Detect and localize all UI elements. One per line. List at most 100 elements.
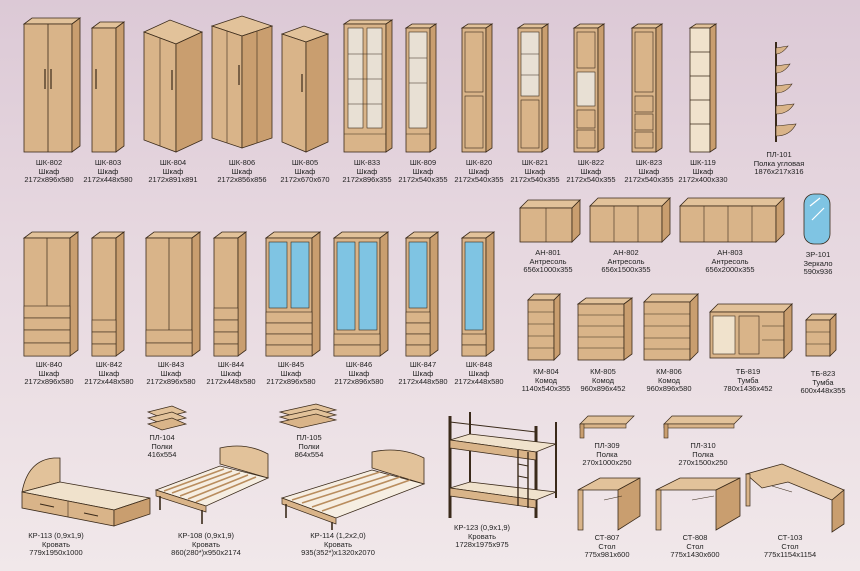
product-pl-104[interactable]: ПЛ-104 Полки 416х554	[142, 402, 194, 460]
product-shk-809[interactable]: ШК-809 Шкаф 2172х540х355	[396, 18, 450, 190]
product-size: 600х448х355	[800, 386, 846, 396]
product-label: ШК-809 Шкаф 2172х540х355	[396, 158, 450, 185]
product-shk-840[interactable]: ШК-840 Шкаф 2172х896х580	[18, 230, 84, 392]
product-name: Антресоль	[607, 256, 645, 266]
product-size: 960х896х452	[580, 384, 626, 394]
product-shk-822[interactable]: ШК-822 Шкаф 2172х540х355	[564, 18, 618, 190]
product-an-803[interactable]: АН-803 Антресоль 656х2000х355	[676, 194, 788, 282]
wardrobe-with-drawers-image	[90, 231, 126, 357]
product-label: СТ-807 Стол 775х981х600	[574, 533, 640, 560]
product-name: Шкаф	[692, 166, 714, 176]
product-pl-105[interactable]: ПЛ-105 Полки 864х554	[276, 400, 342, 460]
dresser-image	[527, 293, 561, 361]
product-code: ПЛ-104	[149, 433, 175, 442]
product-size: 590х936	[803, 267, 833, 277]
product-shk-833[interactable]: ШК-833 Шкаф 2172х896х355	[338, 14, 398, 189]
product-name: Шкаф	[580, 166, 602, 176]
product-st-103[interactable]: СТ-103 Стол 775х1154х1154	[740, 460, 852, 568]
wall-shelf-image	[663, 415, 743, 439]
product-size: 270х1500х250	[678, 458, 728, 468]
product-km-804[interactable]: КМ-804 Комод 1140х540х355	[518, 292, 574, 398]
product-label: АН-803 Антресоль 656х2000х355	[676, 248, 784, 275]
single-bed-image	[154, 445, 270, 524]
product-name: Шкаф	[412, 368, 434, 378]
product-km-805[interactable]: КМ-805 Комод 960х896х452	[572, 294, 638, 398]
product-size: 656х2000х355	[705, 265, 755, 275]
product-shk-845[interactable]: ШК-845 Шкаф 2172х896х580	[260, 230, 326, 392]
product-code: ЗР-101	[805, 250, 831, 259]
product-st-807[interactable]: СТ-807 Стол 775х981х600	[574, 472, 644, 568]
product-size: 2172х856х856	[217, 175, 267, 185]
product-shk-842[interactable]: ШК-842 Шкаф 2172х448х580	[82, 230, 138, 392]
product-label: АН-801 Антресоль 656х1000х355	[516, 248, 580, 275]
product-label: КМ-804 Комод 1140х540х355	[518, 367, 574, 394]
product-name: Стол	[598, 541, 616, 551]
product-size: 864х554	[294, 450, 324, 460]
product-label: КМ-805 Комод 960х896х452	[572, 367, 634, 394]
wardrobe-image	[90, 21, 126, 153]
double-bed-image	[280, 449, 426, 530]
product-size: 1728х1975х975	[455, 540, 509, 550]
product-shk-802[interactable]: ШК-802 Шкаф 2172х896х580	[18, 14, 90, 189]
bed-with-drawers-image	[21, 457, 151, 527]
product-label: ШК-821 Шкаф 2172х540х355	[508, 158, 562, 185]
product-kr-114[interactable]: КР-114 (1,2х2,0) Кровать 935(352*)х1320х…	[276, 444, 438, 568]
product-label: ШК-845 Шкаф 2172х896х580	[260, 360, 322, 387]
product-shk-806[interactable]: ШК-806 Шкаф 2172х856х856	[208, 10, 278, 190]
product-shk-821[interactable]: ШК-821 Шкаф 2172х540х355	[508, 18, 562, 190]
product-size: 2172х670х670	[280, 175, 330, 185]
product-shk-804[interactable]: ШК-804 Шкаф 2172х891х891	[140, 10, 210, 190]
product-shk-820[interactable]: ШК-820 Шкаф 2172х540х355	[452, 18, 506, 190]
product-tb-819[interactable]: ТБ-819 Тумба 780х1436х452	[704, 300, 796, 398]
product-shk-848[interactable]: ШК-848 Шкаф 2172х448х580	[452, 230, 508, 392]
product-shk-805[interactable]: ШК-805 Шкаф 2172х670х670	[274, 14, 338, 189]
product-code: ШК-809	[409, 158, 437, 167]
product-zr-101[interactable]: ЗР-101 Зеркало 590х936	[796, 192, 840, 284]
product-code: ПЛ-101	[766, 150, 792, 159]
product-size: 775х1430х600	[670, 550, 720, 560]
product-pl-309[interactable]: ПЛ-309 Полка 270х1000х250	[576, 414, 638, 468]
product-size: 960х896х580	[646, 384, 692, 394]
product-label: ШК-803 Шкаф 2172х448х580	[80, 158, 136, 185]
product-name: Шкаф	[356, 166, 378, 176]
nightstand-image	[805, 313, 837, 357]
product-shk-803[interactable]: ШК-803 Шкаф 2172х448х580	[80, 14, 140, 189]
product-kr-108[interactable]: КР-108 (0,9х1,9) Кровать 860(280*)х950х2…	[150, 440, 276, 564]
product-name: Шкаф	[98, 368, 120, 378]
product-size: 270х1000х250	[582, 458, 632, 468]
product-label: КР-114 (1,2х2,0) Кровать 935(352*)х1320х…	[276, 531, 400, 558]
product-shk-843[interactable]: ШК-843 Шкаф 2172х896х580	[140, 230, 206, 392]
product-km-806[interactable]: КМ-806 Комод 960х896х580	[638, 292, 704, 398]
product-shk-846[interactable]: ШК-846 Шкаф 2172х896х580	[328, 230, 394, 392]
product-size: 775х981х600	[584, 550, 630, 560]
product-shk-119[interactable]: ШК-119 Шкаф 2172х400х330	[678, 18, 728, 190]
product-shk-844[interactable]: ШК-844 Шкаф 2172х448х580	[204, 230, 260, 392]
product-shk-847[interactable]: ШК-847 Шкаф 2172х448х580	[396, 230, 450, 392]
product-name: Антресоль	[711, 256, 749, 266]
product-name: Шкаф	[231, 166, 253, 176]
product-shk-823[interactable]: ШК-823 Шкаф 2172х540х355	[622, 18, 676, 190]
product-code: ШК-803	[94, 158, 122, 167]
product-code: ШК-820	[465, 158, 493, 167]
product-pl-101[interactable]: ПЛ-101 Полка угловая 1876х217х316	[742, 38, 816, 188]
product-size: 860(280*)х950х2174	[171, 548, 241, 558]
product-kr-123[interactable]: КР-123 (0,9х1,9) Кровать 1728х1975х975	[440, 410, 564, 568]
product-kr-113[interactable]: КР-113 (0,9х1,9) Кровать 779х1950х1000	[14, 452, 154, 564]
product-st-808[interactable]: СТ-808 Стол 775х1430х600	[652, 472, 744, 568]
product-label: СТ-808 Стол 775х1430х600	[652, 533, 738, 560]
product-tb-823[interactable]: ТБ-823 Тумба 600х448х355	[796, 310, 850, 400]
product-an-802[interactable]: АН-802 Антресоль 656х1500х355	[586, 194, 672, 282]
product-code: КР-113 (0,9х1,9)	[28, 531, 84, 540]
product-label: ШК-842 Шкаф 2172х448х580	[82, 360, 136, 387]
product-size: 2172х896х580	[266, 377, 316, 387]
corner-shelf-image	[775, 42, 797, 142]
product-code: КР-123 (0,9х1,9)	[453, 523, 511, 532]
product-code: КМ-804	[533, 367, 559, 376]
product-pl-310[interactable]: ПЛ-310 Полка 270х1500х250	[660, 414, 750, 468]
product-size: 2172х540х355	[454, 175, 504, 185]
product-name: Комод	[591, 375, 615, 385]
product-size: 2172х896х580	[24, 175, 74, 185]
product-an-801[interactable]: АН-801 Антресоль 656х1000х355	[516, 196, 584, 282]
product-name: Кровать	[468, 531, 496, 541]
product-size: 656х1500х355	[601, 265, 651, 275]
